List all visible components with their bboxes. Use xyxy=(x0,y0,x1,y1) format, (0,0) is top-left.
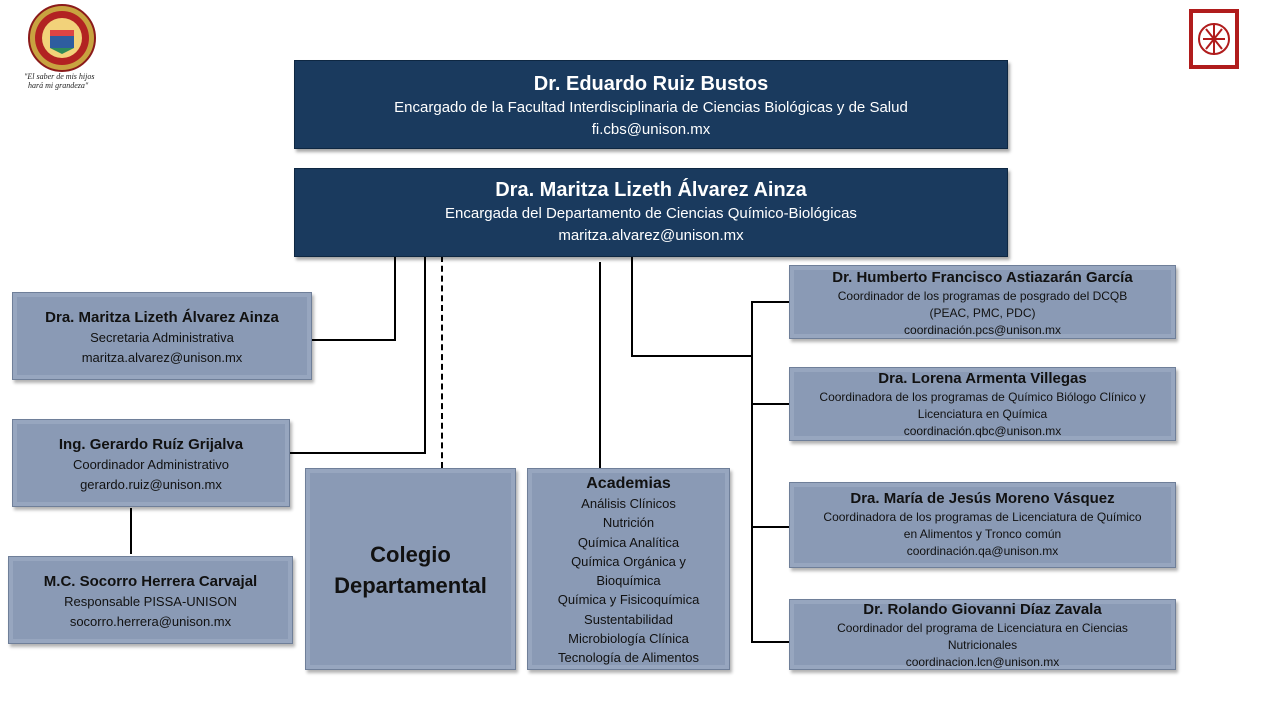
pissa-name: M.C. Socorro Herrera Carvajal xyxy=(43,573,258,590)
pissa-role: Responsable PISSA-UNISON xyxy=(64,594,237,609)
coordinator-box: Dra. Lorena Armenta Villegas Coordinador… xyxy=(789,367,1176,441)
coordinator-role: Coordinadora de los programas de Químico… xyxy=(819,390,1146,404)
connector xyxy=(631,355,753,357)
academia-item: Química y Fisicoquímica xyxy=(557,592,700,608)
department-head-box: Dra. Maritza Lizeth Álvarez Ainza Encarg… xyxy=(294,168,1008,257)
academia-item: Análisis Clínicos xyxy=(581,496,676,511)
coordinator-name: Dra. Lorena Armenta Villegas xyxy=(878,370,1087,387)
academia-item: Química Orgánica y xyxy=(571,553,686,569)
faculty-emblem-icon xyxy=(1189,9,1239,69)
unison-logo: "El saber de mis hijos hará mi grandeza" xyxy=(22,2,102,92)
secretaria-role: Secretaria Administrativa xyxy=(90,330,234,345)
connector xyxy=(394,256,396,341)
coord-admin-box: Ing. Gerardo Ruíz Grijalva Coordinador A… xyxy=(12,419,290,507)
pissa-email: socorro.herrera@unison.mx xyxy=(69,614,232,629)
coordinator-role-cont: Nutricionales xyxy=(947,638,1018,652)
connector xyxy=(130,508,132,554)
connector xyxy=(631,256,633,357)
motto-line-1: "El saber de mis hijos xyxy=(24,72,95,81)
coordinator-role-cont: Licenciatura en Química xyxy=(917,407,1048,421)
connector xyxy=(599,262,601,468)
academia-item: Química Analítica xyxy=(577,534,680,550)
colegio-line-2: Departamental xyxy=(334,573,487,598)
connector xyxy=(312,339,396,341)
connector xyxy=(751,301,753,643)
academia-item: Sustentabilidad xyxy=(584,611,673,627)
faculty-head-box: Dr. Eduardo Ruiz Bustos Encargado de la … xyxy=(294,60,1008,149)
connector xyxy=(751,301,789,303)
academia-item: Nutrición xyxy=(602,515,655,531)
academias-box: Academias Análisis Clínicos Nutrición Qu… xyxy=(527,468,730,670)
coord-admin-name: Ing. Gerardo Ruíz Grijalva xyxy=(58,436,244,453)
academia-item: Bioquímica xyxy=(596,573,661,589)
coordinator-role: Coordinador del programa de Licenciatura… xyxy=(837,621,1128,635)
pissa-box: M.C. Socorro Herrera Carvajal Responsabl… xyxy=(8,556,293,644)
secretaria-box: Dra. Maritza Lizeth Álvarez Ainza Secret… xyxy=(12,292,312,380)
coordinator-email: coordinación.pcs@unison.mx xyxy=(904,323,1061,337)
coordinator-role: Coordinadora de los programas de Licenci… xyxy=(823,510,1142,524)
coordinator-name: Dra. María de Jesús Moreno Vásquez xyxy=(850,490,1115,507)
connector xyxy=(424,256,426,454)
dashed-connector xyxy=(441,256,443,468)
colegio-departamental-box: Colegio Departamental xyxy=(305,468,516,670)
coordinator-name: Dr. Rolando Giovanni Díaz Zavala xyxy=(863,601,1102,618)
connector xyxy=(751,526,789,528)
coordinator-role-cont: en Alimentos y Tronco común xyxy=(903,527,1062,541)
coordinator-role: Coordinador de los programas de posgrado… xyxy=(837,289,1128,303)
faculty-head-role: Encargado de la Facultad Interdisciplina… xyxy=(394,99,908,116)
department-head-role: Encargada del Departamento de Ciencias Q… xyxy=(445,205,857,222)
coordinator-email: coordinacion.lcn@unison.mx xyxy=(905,655,1060,669)
faculty-logo xyxy=(1189,9,1239,69)
connector xyxy=(290,452,426,454)
motto-line-2: hará mi grandeza" xyxy=(28,81,89,90)
department-head-name: Dra. Maritza Lizeth Álvarez Ainza xyxy=(495,179,807,201)
secretaria-email: maritza.alvarez@unison.mx xyxy=(81,350,243,365)
faculty-head-email: fi.cbs@unison.mx xyxy=(591,121,711,138)
coordinator-role-cont: (PEAC, PMC, PDC) xyxy=(929,306,1036,320)
coord-admin-email: gerardo.ruiz@unison.mx xyxy=(80,477,222,492)
academias-title: Academias xyxy=(586,475,671,492)
secretaria-name: Dra. Maritza Lizeth Álvarez Ainza xyxy=(45,309,279,326)
department-head-email: maritza.alvarez@unison.mx xyxy=(558,227,744,244)
academia-item: Tecnología de Alimentos xyxy=(558,650,699,666)
connector xyxy=(751,403,789,405)
coordinator-box: Dra. María de Jesús Moreno Vásquez Coord… xyxy=(789,482,1176,568)
academia-item: Microbiología Clínica xyxy=(568,631,689,647)
coordinator-email: coordinación.qa@unison.mx xyxy=(906,544,1059,558)
coordinator-name: Dr. Humberto Francisco Astiazarán García xyxy=(832,269,1133,286)
unison-seal-icon xyxy=(28,4,96,72)
colegio-line-1: Colegio xyxy=(370,542,451,567)
coordinator-box: Dr. Humberto Francisco Astiazarán García… xyxy=(789,265,1176,339)
coord-admin-role: Coordinador Administrativo xyxy=(72,457,230,472)
coordinator-box: Dr. Rolando Giovanni Díaz Zavala Coordin… xyxy=(789,599,1176,670)
faculty-head-name: Dr. Eduardo Ruiz Bustos xyxy=(533,73,769,95)
connector xyxy=(751,641,789,643)
coordinator-email: coordinación.qbc@unison.mx xyxy=(903,424,1062,438)
